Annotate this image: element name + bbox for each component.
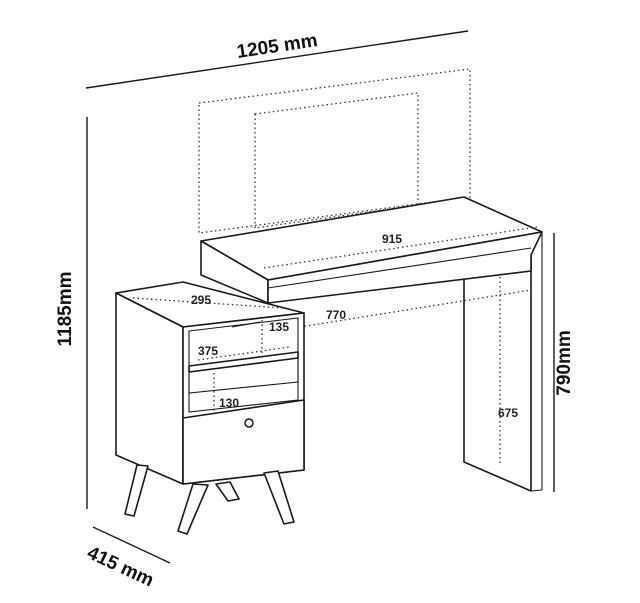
overall-height-label: 1185mm [55, 271, 76, 346]
middle-shelf-guide [197, 346, 291, 361]
upper-niche-height-label: 135 [269, 320, 289, 334]
leg-back-right [215, 481, 240, 502]
dimension-lines [85, 30, 555, 564]
drawer-knob-icon [244, 418, 254, 428]
cabinet-top-width-label: 295 [191, 293, 211, 307]
desk-top [200, 196, 543, 328]
desk-leg-face [463, 254, 532, 492]
drawer-front [182, 399, 305, 485]
desk-top-guide [263, 226, 538, 269]
mirror-outline [198, 68, 471, 234]
cabinet-side [115, 292, 184, 485]
cabinet-legs [124, 464, 295, 535]
mirror-frame-outline [198, 68, 471, 234]
desk-span-label: 770 [326, 308, 346, 322]
width-dimension-line [85, 30, 469, 89]
desk-height-label: 790mm [554, 330, 575, 396]
desk-span-guide [299, 289, 532, 328]
leg-back-left [124, 464, 149, 517]
overall-width-label: 1205 mm [235, 30, 319, 63]
drawer [182, 399, 305, 485]
desk-top-width-label: 915 [382, 232, 402, 246]
leg-front-left [177, 483, 209, 535]
lower-niche-height-label: 130 [219, 396, 239, 410]
lower-niche-outline [188, 357, 299, 413]
knee-height-label: 675 [498, 406, 518, 420]
middle-shelf-width-label: 375 [198, 344, 218, 358]
depth-dimension-line [92, 526, 171, 564]
leg-front-right [263, 470, 295, 525]
overall-depth-label: 415 mm [84, 543, 157, 592]
